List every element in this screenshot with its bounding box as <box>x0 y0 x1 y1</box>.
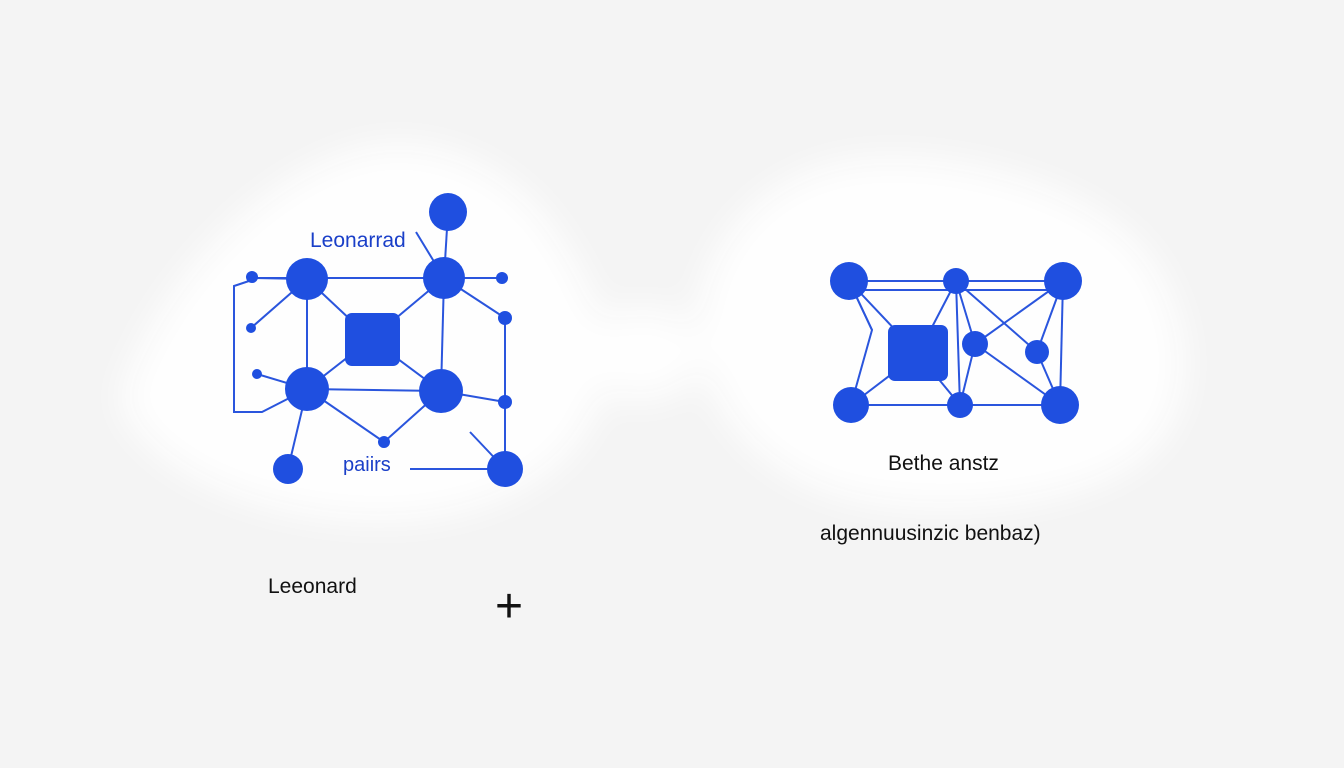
edge <box>1059 280 1064 406</box>
node <box>419 369 463 413</box>
node <box>962 331 988 357</box>
center-square-node <box>345 313 400 366</box>
right-label: Bethe anstz <box>888 452 999 475</box>
node <box>830 262 868 300</box>
node <box>1044 262 1082 300</box>
edge <box>955 280 1038 353</box>
left-mid-label: paiirs <box>343 454 391 476</box>
right-caption: algennuusinzic benbaz) <box>820 522 1041 545</box>
node <box>429 193 467 231</box>
node <box>246 323 256 333</box>
node <box>496 272 508 284</box>
mid-smudge <box>587 308 702 400</box>
right-nodes <box>830 262 1082 424</box>
node <box>1025 340 1049 364</box>
edge <box>955 280 961 406</box>
center-square-node <box>888 325 948 381</box>
left-nodes <box>246 193 523 487</box>
bottom-left-label: Leeonard <box>268 575 357 598</box>
node <box>943 268 969 294</box>
node <box>487 451 523 487</box>
node <box>423 257 465 299</box>
node <box>252 369 262 379</box>
node <box>498 311 512 325</box>
plus-operator: + <box>495 580 523 633</box>
edge <box>306 388 442 392</box>
edge <box>233 279 308 413</box>
left-top-label: Leonarrad <box>310 229 406 252</box>
node <box>286 258 328 300</box>
node <box>1041 386 1079 424</box>
node <box>947 392 973 418</box>
node <box>285 367 329 411</box>
node <box>273 454 303 484</box>
right-network-diagram: Bethe anstz algennuusinzic benbaz) <box>820 262 1082 545</box>
node <box>246 271 258 283</box>
node <box>833 387 869 423</box>
left-network-diagram: Leonarrad paiirs <box>233 193 523 487</box>
node <box>498 395 512 409</box>
node <box>378 436 390 448</box>
